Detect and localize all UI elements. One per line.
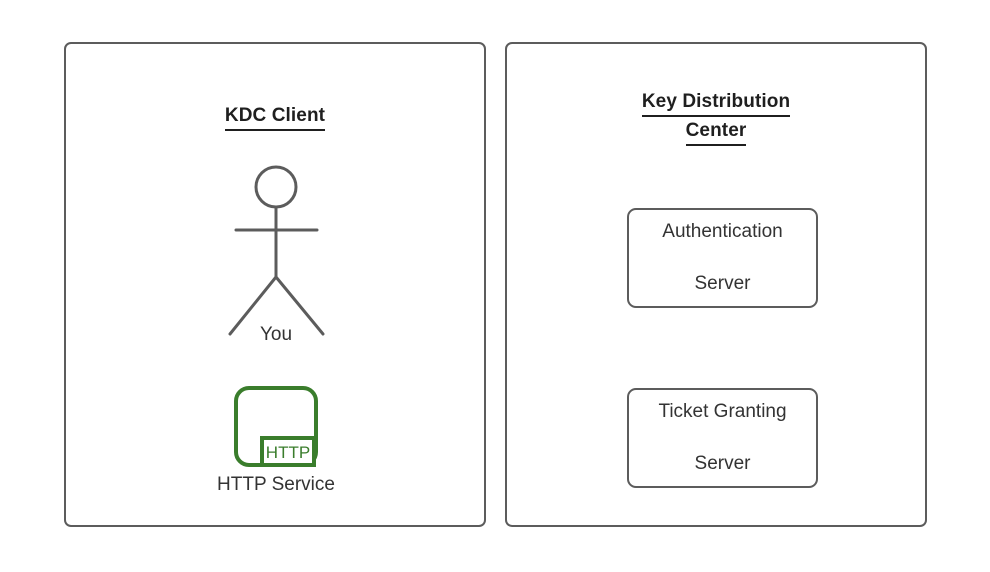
ticket-granting-server-box: Ticket Granting Server	[627, 388, 818, 488]
panel-key-distribution-center: Key Distribution Center Authentication S…	[505, 42, 927, 527]
authentication-server-box: Authentication Server	[627, 208, 818, 308]
panel-kdc-client: KDC Client You HTTP HTTP Ser	[64, 42, 486, 527]
stick-figure-icon	[216, 162, 336, 342]
panel-title-text: KDC Client	[224, 102, 326, 131]
panel-title-line-1: Key Distribution	[641, 88, 791, 117]
actor-label-you: You	[259, 324, 293, 345]
authentication-server-line-1: Authentication	[662, 221, 783, 242]
ticket-granting-server-line-1: Ticket Granting	[658, 401, 787, 422]
panel-title-line-2: Center	[685, 117, 747, 146]
panel-title-kdc-client: KDC Client	[66, 102, 484, 131]
panel-title-kdc: Key Distribution Center	[507, 88, 925, 146]
http-service-icon: HTTP	[233, 385, 323, 471]
http-service-label: HTTP Service	[217, 474, 335, 495]
authentication-server-line-2: Server	[694, 273, 751, 294]
ticket-granting-server-line-2: Server	[694, 453, 751, 474]
http-badge-text: HTTP	[266, 443, 310, 462]
